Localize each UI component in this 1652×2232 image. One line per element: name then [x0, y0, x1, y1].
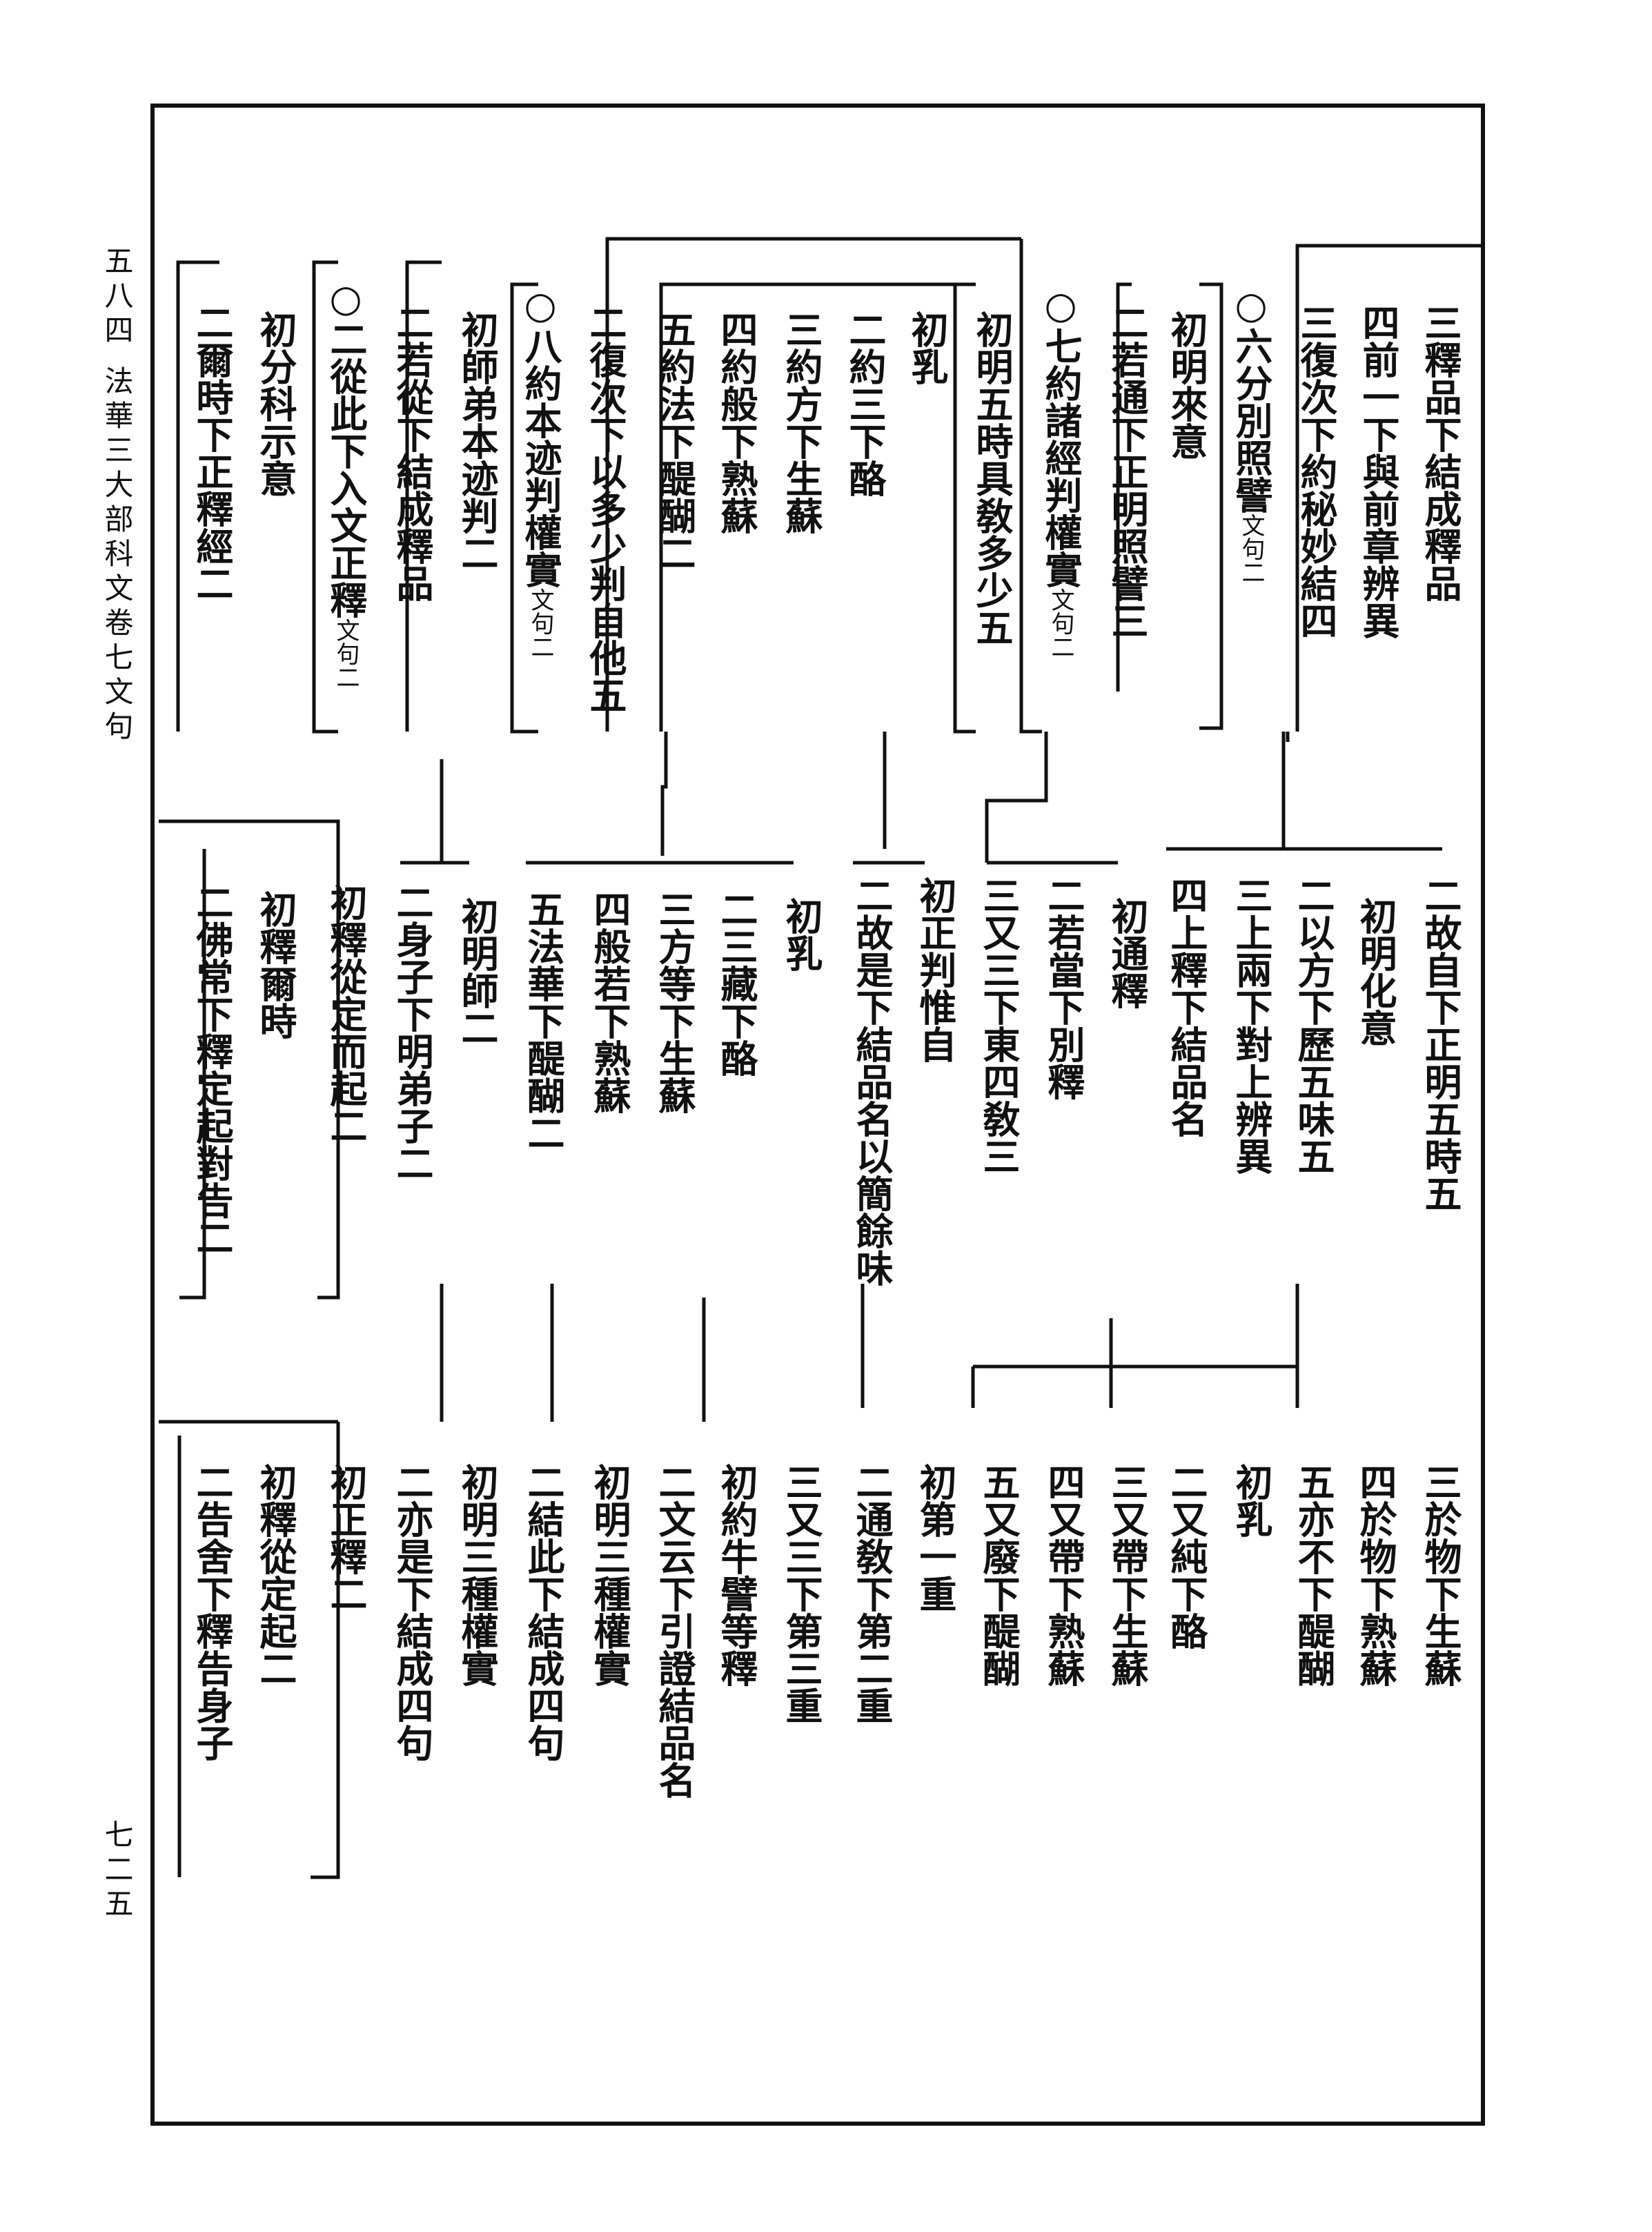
- tier1-col-18: ○二從此下入文正釋文句二: [324, 276, 368, 689]
- page-number-bottom: 七二五: [100, 1819, 134, 1923]
- tier3-col-06: 三又帶下生蘇: [1105, 1463, 1149, 1687]
- tier2-col-05: 四上釋下結品名: [1164, 877, 1208, 1137]
- tier2-col-13: 三方等下生蘇: [652, 890, 696, 1114]
- tier2-col-04: 三上兩下對上辨異: [1229, 877, 1273, 1175]
- tier2-col-07: 二若當下別釋: [1041, 877, 1085, 1100]
- tier1-col-14: 二復次下以多少判自他五: [583, 304, 627, 714]
- tier2-col-03: 二以方下歷五味五: [1291, 877, 1335, 1175]
- tier2-col-06: 初通釋: [1105, 897, 1149, 1009]
- tier2-col-14: 四般若下熟蘇: [587, 890, 631, 1114]
- tier3-col-08: 五又廢下醍醐: [976, 1463, 1021, 1687]
- tier2-col-17: 二身子下明弟子二: [390, 883, 434, 1182]
- tier1-col-16: 初師弟本迹判二: [455, 311, 499, 571]
- tier3-col-09: 初第一重: [913, 1463, 957, 1612]
- tier1-col-11: 三約方下生蘇: [779, 311, 823, 534]
- page-number-top: 五八四: [100, 246, 134, 349]
- tier1-col-19: 初分科示意: [253, 311, 297, 497]
- tier1-col-15: ○八約本迹判權實文句二: [518, 283, 562, 658]
- tier2-col-18: 初釋從定而起二: [324, 883, 368, 1144]
- tier2-col-15: 五法華下醍醐二: [521, 890, 565, 1151]
- tier1-col-10: 二約三下酪: [843, 311, 887, 497]
- tier1-col-07: ○七約諸經判權實文句二: [1039, 283, 1083, 658]
- tier3-col-15: 二結此下結成四句: [521, 1463, 565, 1761]
- tier3-col-18: 初正釋二: [324, 1463, 368, 1612]
- tier1-col-01: 三釋品下結成釋品: [1418, 304, 1462, 602]
- tier1-col-03: 三復次下約秘妙結四: [1294, 304, 1338, 639]
- tier2-col-09: 初正判惟自: [913, 877, 957, 1063]
- tier2-col-16: 初明師二: [455, 897, 499, 1046]
- tier1-col-12: 四約般下熟蘇: [714, 311, 758, 534]
- tier1-col-06: 二若通下正明照譬三: [1105, 304, 1149, 639]
- tier2-col-20: 二佛常下釋定起對告二: [190, 883, 234, 1256]
- tier3-col-02: 四於物下熟蘇: [1353, 1463, 1397, 1687]
- tier3-col-16: 初明三種權實: [455, 1463, 499, 1687]
- tier3-col-20: 二告舍下釋告身子: [190, 1463, 234, 1761]
- tier3-col-04: 初乳: [1229, 1463, 1273, 1538]
- tier1-col-08: 初明五時具敎多少五: [970, 311, 1014, 646]
- tier3-col-03: 五亦不下醍醐: [1291, 1463, 1335, 1687]
- tier1-col-20: 二爾時下正釋經二: [190, 304, 234, 602]
- tier3-col-19: 初釋從定起二: [253, 1463, 297, 1687]
- tier3-col-10: 二通敎下第二重: [849, 1463, 894, 1724]
- tier2-col-12: 二三藏下酪: [714, 890, 758, 1077]
- tier1-col-13: 五約法下醍醐二: [652, 311, 696, 571]
- tier2-col-01: 二故自下正明五時五: [1418, 877, 1462, 1212]
- tier2-col-02: 初明化意: [1353, 897, 1397, 1046]
- tier3-col-01: 三於物下生蘇: [1418, 1463, 1462, 1687]
- tier3-col-13: 二文云下引證結品名: [652, 1463, 696, 1799]
- tier2-col-19: 初釋爾時: [253, 890, 297, 1039]
- tier3-col-05: 二又純下酪: [1164, 1463, 1208, 1649]
- tier3-col-11: 三又三下第三重: [779, 1463, 823, 1724]
- tier1-col-17: 二若從下結成釋品: [390, 304, 434, 602]
- tier1-col-09: 初乳: [905, 311, 949, 385]
- tier1-col-04: ○六分別照譬文句二: [1229, 283, 1273, 584]
- tier1-col-05: 初明來意: [1164, 311, 1208, 460]
- running-title: 法華三大部科文卷七文句: [100, 366, 134, 745]
- tier3-col-12: 初約牛譬等釋: [714, 1463, 758, 1687]
- tier3-col-14: 初明三種權實: [587, 1463, 631, 1687]
- tier2-col-11: 初乳: [779, 897, 823, 972]
- tier2-col-10: 二故是下結品名以簡餘味: [849, 877, 894, 1286]
- page-border: [150, 104, 1485, 2126]
- tier1-col-02: 四前一下與前章辨異: [1356, 304, 1400, 639]
- tier2-col-08: 三又三下東四敎三: [976, 877, 1021, 1175]
- tier3-col-07: 四又帶下熟蘇: [1041, 1463, 1085, 1687]
- tier3-col-17: 二亦是下結成四句: [390, 1463, 434, 1761]
